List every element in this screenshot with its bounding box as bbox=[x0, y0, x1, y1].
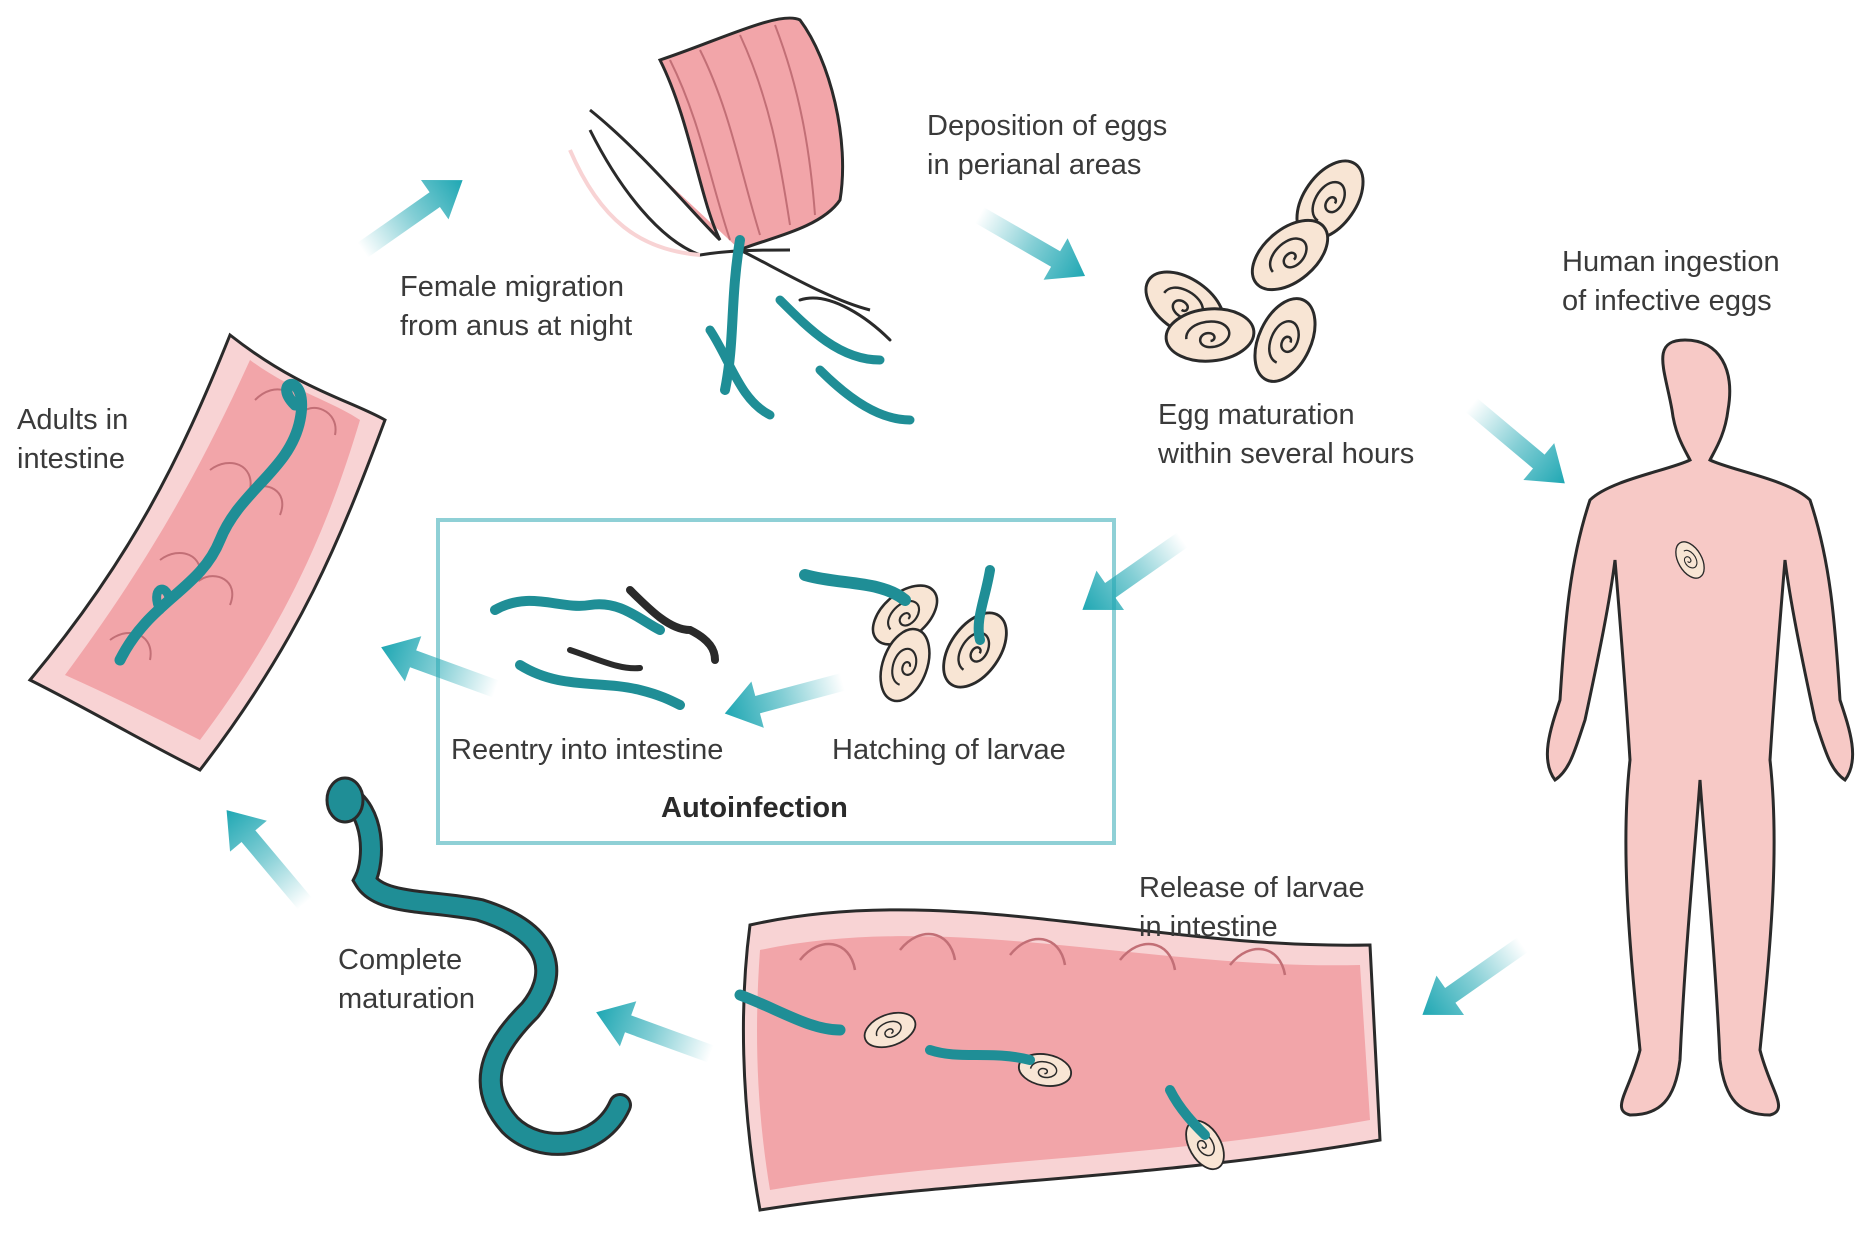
label-reentry: Reentry into intestine bbox=[451, 731, 723, 770]
egg-cluster-illustration bbox=[1134, 149, 1376, 391]
label-hatching: Hatching of larvae bbox=[832, 731, 1066, 770]
label-human-ingestion-line2: of infective eggs bbox=[1562, 282, 1780, 321]
label-adults: Adults in intestine bbox=[17, 401, 128, 479]
label-release-line2: in intestine bbox=[1139, 908, 1365, 947]
human-figure-illustration bbox=[1547, 340, 1852, 1115]
label-human-ingestion: Human ingestion of infective eggs bbox=[1562, 243, 1780, 321]
label-female-migration: Female migration from anus at night bbox=[400, 268, 632, 346]
arrow-to-deposition bbox=[967, 194, 1097, 297]
perianal-illustration bbox=[570, 18, 910, 420]
label-egg-maturation-line1: Egg maturation bbox=[1158, 396, 1414, 435]
label-complete-maturation-line1: Complete bbox=[338, 941, 475, 980]
arrow-to-ingestion bbox=[1456, 387, 1580, 502]
label-deposition-line2: in perianal areas bbox=[927, 146, 1167, 185]
label-female-migration-line1: Female migration bbox=[400, 268, 632, 307]
release-intestine-illustration bbox=[740, 910, 1380, 1210]
arrow-to-autoinfection bbox=[1069, 520, 1196, 629]
label-deposition-line1: Deposition of eggs bbox=[927, 107, 1167, 146]
arrow-release-to-maturation bbox=[588, 990, 719, 1077]
label-deposition: Deposition of eggs in perianal areas bbox=[927, 107, 1167, 185]
arrow-ingestion-to-release bbox=[1409, 925, 1536, 1034]
label-adults-line2: intestine bbox=[17, 440, 128, 479]
label-complete-maturation-line2: maturation bbox=[338, 980, 475, 1019]
label-autoinfection: Autoinfection bbox=[661, 789, 848, 828]
label-egg-maturation: Egg maturation within several hours bbox=[1158, 396, 1414, 474]
autoinfection-illustration bbox=[495, 570, 1019, 708]
label-egg-maturation-line2: within several hours bbox=[1158, 435, 1414, 474]
label-adults-line1: Adults in bbox=[17, 401, 128, 440]
label-complete-maturation: Complete maturation bbox=[338, 941, 475, 1019]
label-female-migration-line2: from anus at night bbox=[400, 307, 632, 346]
label-human-ingestion-line1: Human ingestion bbox=[1562, 243, 1780, 282]
arrow-hatching-to-reentry bbox=[719, 659, 849, 737]
label-release-line1: Release of larvae bbox=[1139, 869, 1365, 908]
label-release: Release of larvae in intestine bbox=[1139, 869, 1365, 947]
arrow-maturation-to-adults bbox=[208, 795, 323, 919]
arrow-to-female-migration bbox=[349, 161, 476, 270]
